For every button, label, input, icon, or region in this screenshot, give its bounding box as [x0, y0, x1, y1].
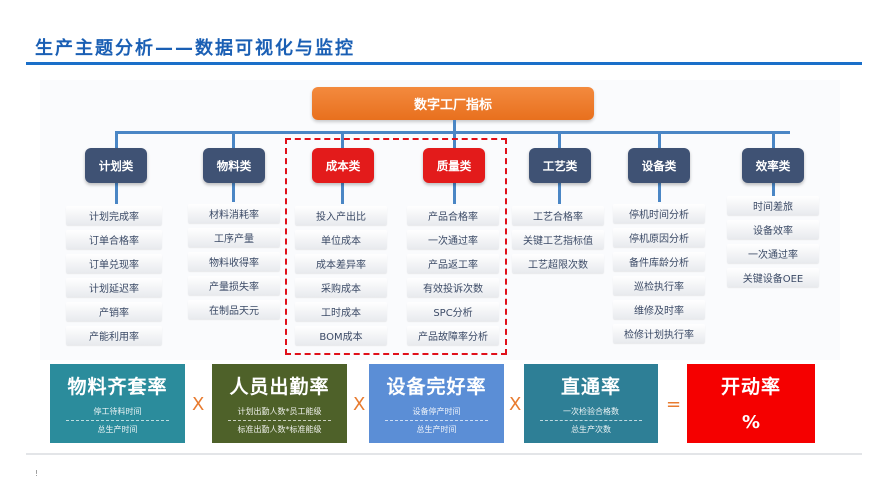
- formula-numerator: 停工待料时间: [93, 407, 142, 416]
- formula-numerator: 一次检验合格数: [563, 407, 619, 416]
- connector-root: [453, 120, 456, 132]
- category-efficiency: 效率类: [742, 148, 804, 183]
- list-item: 停机原因分析: [613, 228, 705, 247]
- connector-items-3: [453, 182, 456, 204]
- connector-items-2: [341, 182, 344, 204]
- list-item: 采购成本: [295, 278, 387, 297]
- list-item: 一次通过率: [407, 230, 499, 249]
- category-quality: 质量类: [423, 148, 485, 183]
- connector-items-4: [558, 182, 561, 204]
- list-item: 维修及时率: [613, 300, 705, 319]
- fraction-divider: [66, 420, 169, 421]
- items-efficiency: 时间差旅 设备效率 一次通过率 关键设备OEE: [727, 196, 819, 287]
- list-item: 产销率: [66, 302, 162, 321]
- connector-items-0: [115, 182, 118, 204]
- list-item: 订单兑现率: [66, 254, 162, 273]
- fraction-divider: [228, 420, 331, 421]
- footer-mark: !: [35, 469, 39, 478]
- list-item: 一次通过率: [727, 244, 819, 263]
- list-item: 产量损失率: [188, 276, 280, 295]
- items-material: 材料消耗率 工序产量 物料收得率 产量损失率 在制品天元: [188, 204, 280, 319]
- connector-items-5: [658, 182, 661, 202]
- items-cost: 投入产出比 单位成本 成本差异率 采购成本 工时成本 BOM成本: [295, 206, 387, 345]
- formula-title: 设备完好率: [386, 376, 487, 398]
- list-item: 工时成本: [295, 302, 387, 321]
- list-item: BOM成本: [295, 326, 387, 345]
- connector-cat-4: [558, 131, 561, 148]
- equals-operator: =: [666, 394, 682, 415]
- highlight-cost-quality-box: [285, 138, 507, 355]
- formula-material-kit-rate: 物料齐套率 停工待料时间 总生产时间: [50, 364, 185, 443]
- list-item: 检修计划执行率: [613, 324, 705, 343]
- list-item: 产品故障率分析: [407, 326, 499, 345]
- list-item: 工艺合格率: [512, 206, 604, 225]
- formula-title: 直通率: [560, 376, 621, 398]
- root-node-digital-factory-indicators: 数字工厂指标: [312, 87, 594, 120]
- category-equipment: 设备类: [628, 148, 690, 183]
- list-item: 停机时间分析: [613, 204, 705, 223]
- formula-title: 物料齐套率: [67, 376, 168, 398]
- category-material: 物料类: [203, 148, 265, 183]
- list-item: 有效投诉次数: [407, 278, 499, 297]
- items-plan: 计划完成率 订单合格率 订单兑现率 计划延迟率 产销率 产能利用率: [66, 206, 162, 345]
- category-plan: 计划类: [85, 148, 147, 183]
- connector-items-6: [772, 182, 775, 196]
- connector-cat-0: [115, 131, 118, 148]
- result-value: %: [741, 412, 761, 433]
- list-item: 单位成本: [295, 230, 387, 249]
- list-item: 产品返工率: [407, 254, 499, 273]
- connector-cat-6: [772, 131, 775, 148]
- formula-first-pass-yield: 直通率 一次检验合格数 总生产次数: [524, 364, 658, 443]
- items-process: 工艺合格率 关键工艺指标值 工艺超限次数: [512, 206, 604, 273]
- fraction-divider: [385, 420, 488, 421]
- page-title: 生产主题分析——数据可视化与监控: [35, 38, 355, 59]
- formula-denominator: 总生产时间: [97, 425, 138, 434]
- formula-equipment-intact-rate: 设备完好率 设备停产时间 总生产时间: [369, 364, 504, 443]
- result-title: 开动率: [720, 376, 781, 398]
- connector-cat-5: [658, 131, 661, 148]
- connector-horizontal: [115, 131, 790, 134]
- list-item: SPC分析: [407, 302, 499, 321]
- list-item: 产品合格率: [407, 206, 499, 225]
- list-item: 产能利用率: [66, 326, 162, 345]
- list-item: 在制品天元: [188, 300, 280, 319]
- multiply-operator: X: [353, 394, 366, 415]
- list-item: 工序产量: [188, 228, 280, 247]
- footer-divider: [26, 453, 862, 455]
- formula-result-operating-rate: 开动率 %: [687, 364, 815, 443]
- list-item: 关键设备OEE: [727, 268, 819, 287]
- connector-items-1: [232, 182, 235, 202]
- list-item: 投入产出比: [295, 206, 387, 225]
- connector-cat-1: [232, 131, 235, 148]
- multiply-operator: X: [192, 394, 205, 415]
- formula-numerator: 计划出勤人数*员工能级: [237, 407, 322, 416]
- formula-denominator: 总生产次数: [571, 425, 611, 434]
- multiply-operator: X: [509, 394, 522, 415]
- formula-title: 人员出勤率: [229, 376, 330, 398]
- list-item: 物料收得率: [188, 252, 280, 271]
- list-item: 计划完成率: [66, 206, 162, 225]
- list-item: 工艺超限次数: [512, 254, 604, 273]
- title-divider: [26, 62, 862, 65]
- list-item: 成本差异率: [295, 254, 387, 273]
- category-cost: 成本类: [312, 148, 374, 183]
- formula-denominator: 标准出勤人数*标准能级: [237, 425, 322, 434]
- list-item: 时间差旅: [727, 196, 819, 215]
- formula-attendance-rate: 人员出勤率 计划出勤人数*员工能级 标准出勤人数*标准能级: [212, 364, 347, 443]
- formula-denominator: 总生产时间: [416, 425, 457, 434]
- list-item: 材料消耗率: [188, 204, 280, 223]
- category-process: 工艺类: [529, 148, 591, 183]
- list-item: 备件库龄分析: [613, 252, 705, 271]
- items-quality: 产品合格率 一次通过率 产品返工率 有效投诉次数 SPC分析 产品故障率分析: [407, 206, 499, 345]
- list-item: 设备效率: [727, 220, 819, 239]
- list-item: 关键工艺指标值: [512, 230, 604, 249]
- list-item: 订单合格率: [66, 230, 162, 249]
- formula-numerator: 设备停产时间: [412, 407, 461, 416]
- items-equipment: 停机时间分析 停机原因分析 备件库龄分析 巡检执行率 维修及时率 检修计划执行率: [613, 204, 705, 343]
- fraction-divider: [540, 420, 642, 421]
- list-item: 计划延迟率: [66, 278, 162, 297]
- list-item: 巡检执行率: [613, 276, 705, 295]
